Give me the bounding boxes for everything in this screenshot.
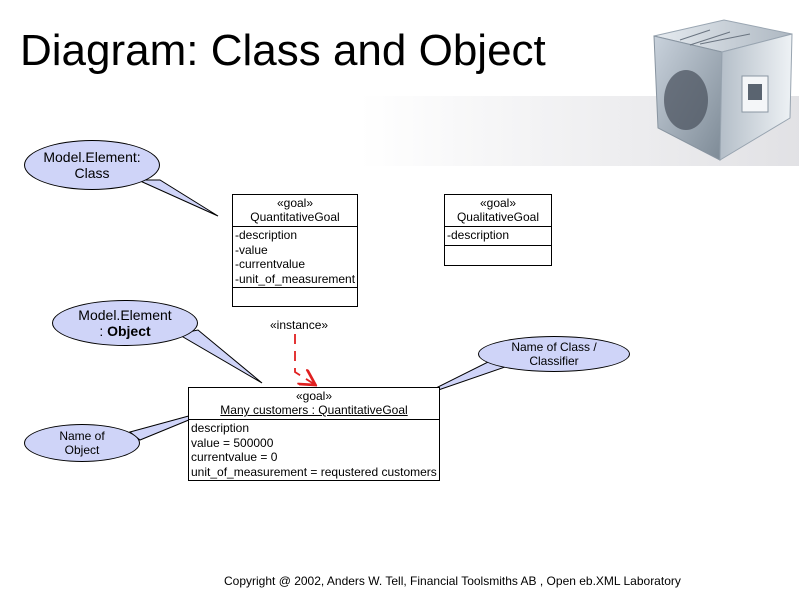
object-instance-box: «goal» Many customers : QuantitativeGoal…	[188, 387, 440, 481]
object-callout-pointer	[176, 329, 263, 384]
attribute: -description	[447, 228, 510, 242]
attribute: unit_of_measurement = requstered custome…	[191, 464, 437, 479]
cube-graphic	[653, 19, 793, 161]
classifier-callout-line2: Classifier	[529, 354, 579, 368]
object-callout: Model.Element : Object	[52, 300, 198, 346]
class-callout-pointer	[137, 179, 219, 217]
qualitative-goal-class: «goal» QualitativeGoal -description	[444, 194, 552, 266]
object-attributes: description value = 500000 currentvalue …	[189, 420, 439, 480]
object-name-callout-line1: Name of	[59, 429, 105, 443]
attribute: value = 500000	[191, 435, 274, 450]
instance-arrow	[294, 334, 314, 384]
object-name: Many customers : QuantitativeGoal	[220, 403, 408, 417]
attribute: -description	[235, 228, 298, 242]
object-name-callout: Name of Object	[24, 424, 140, 462]
attribute: currentvalue = 0	[191, 450, 278, 464]
class-attributes: -description -value -currentvalue -unit_…	[233, 227, 357, 288]
attribute: -currentvalue	[235, 257, 306, 271]
object-stereotype: «goal»	[295, 389, 333, 403]
class-callout-line1: Model.Element:	[43, 149, 141, 165]
attribute: description	[191, 421, 250, 435]
copyright-footer: Copyright @ 2002, Anders W. Tell, Financ…	[224, 574, 681, 588]
class-header: «goal» QuantitativeGoal	[233, 195, 357, 227]
quantitative-goal-class: «goal» QuantitativeGoal -description -va…	[232, 194, 358, 307]
classifier-callout-line1: Name of Class /	[511, 340, 597, 354]
object-name-callout-line2: Object	[64, 443, 100, 457]
object-callout-line1: Model.Element	[78, 307, 172, 323]
attribute: -value	[235, 242, 268, 257]
instance-label: «instance»	[270, 318, 329, 332]
class-header: «goal» QualitativeGoal	[445, 195, 551, 227]
class-attributes: -description	[445, 227, 551, 246]
class-callout-line2: Class	[74, 165, 110, 181]
object-header: «goal» Many customers : QuantitativeGoal	[189, 388, 439, 420]
class-name: QualitativeGoal	[456, 210, 540, 224]
class-stereotype: «goal»	[276, 196, 314, 210]
class-stereotype: «goal»	[479, 196, 517, 210]
class-name: QuantitativeGoal	[250, 210, 340, 224]
attribute: -unit_of_measurement	[235, 271, 356, 286]
object-callout-line2: : Object	[99, 323, 151, 339]
classifier-callout: Name of Class / Classifier	[478, 336, 630, 372]
slide-title: Diagram: Class and Object	[20, 26, 546, 75]
class-callout: Model.Element: Class	[24, 140, 160, 190]
